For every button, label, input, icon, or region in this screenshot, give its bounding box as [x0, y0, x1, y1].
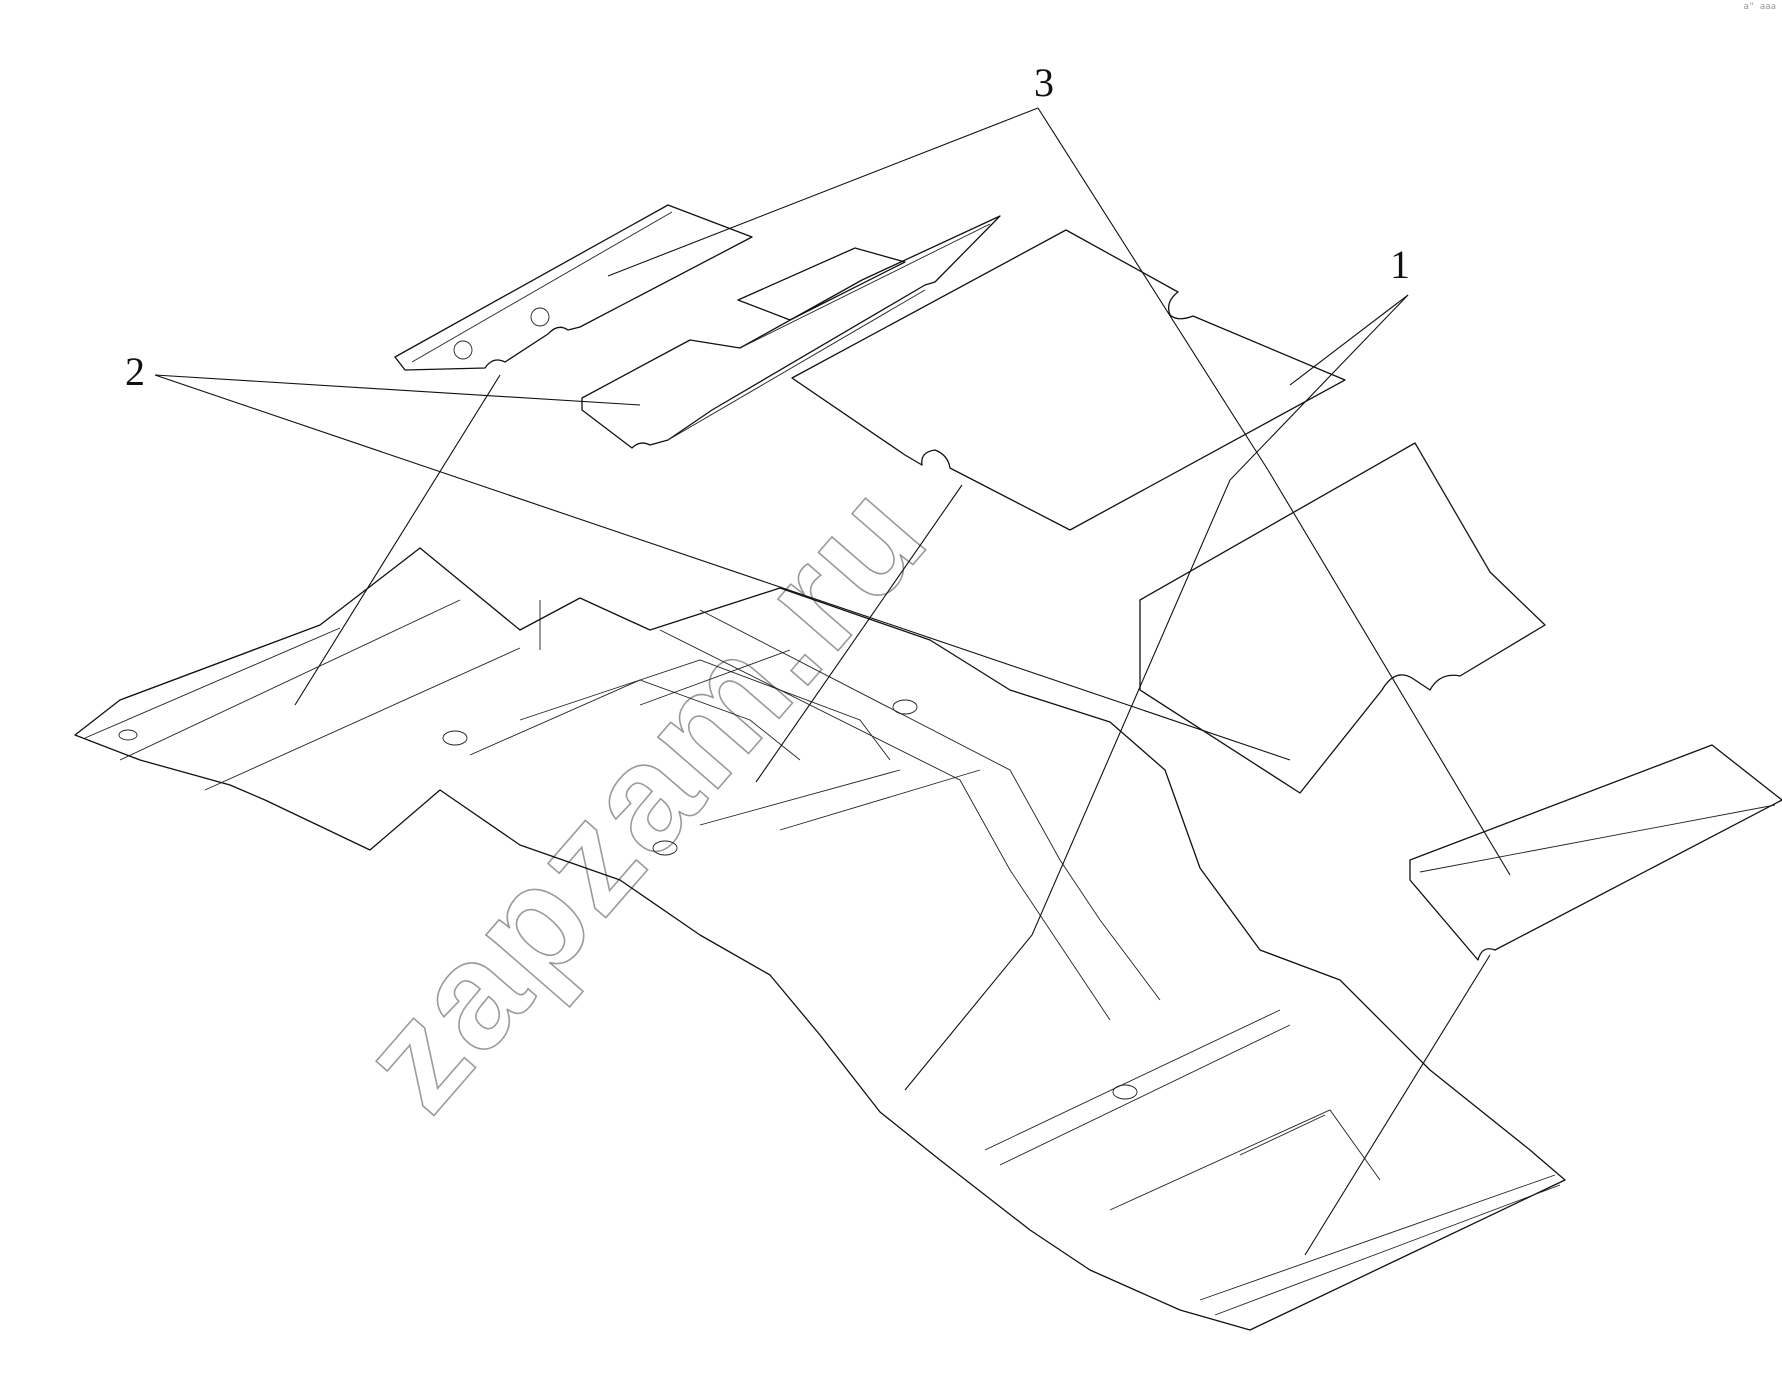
mat-rear-right-strip: [1409, 744, 1782, 961]
leader-lower-c: [755, 484, 963, 783]
leader-2-b: [154, 374, 1291, 761]
callout-2: 2: [125, 349, 145, 394]
floor-panel: [74, 547, 1566, 1331]
leader-lower-b: [1304, 954, 1491, 1256]
mat-tunnel-center: [581, 215, 1001, 449]
mat-front-right: [791, 229, 1346, 531]
watermark-text: zapzam.ru: [327, 450, 959, 1141]
corner-mark: a" aaa: [1743, 2, 1776, 12]
leader-2-a: [154, 374, 641, 406]
leader-3-a: [607, 107, 1039, 277]
leader-lower-a: [294, 374, 501, 706]
leader-3-b: [1037, 107, 1511, 876]
leader-1-b: [904, 294, 1409, 1091]
callout-3: 3: [1034, 60, 1054, 105]
mat-front-left-strip: [394, 204, 753, 371]
callout-1: 1: [1390, 242, 1410, 287]
leader-1-a: [1289, 294, 1409, 386]
mat-rear-right: [1139, 442, 1546, 794]
leader-lines: [154, 107, 1511, 1256]
